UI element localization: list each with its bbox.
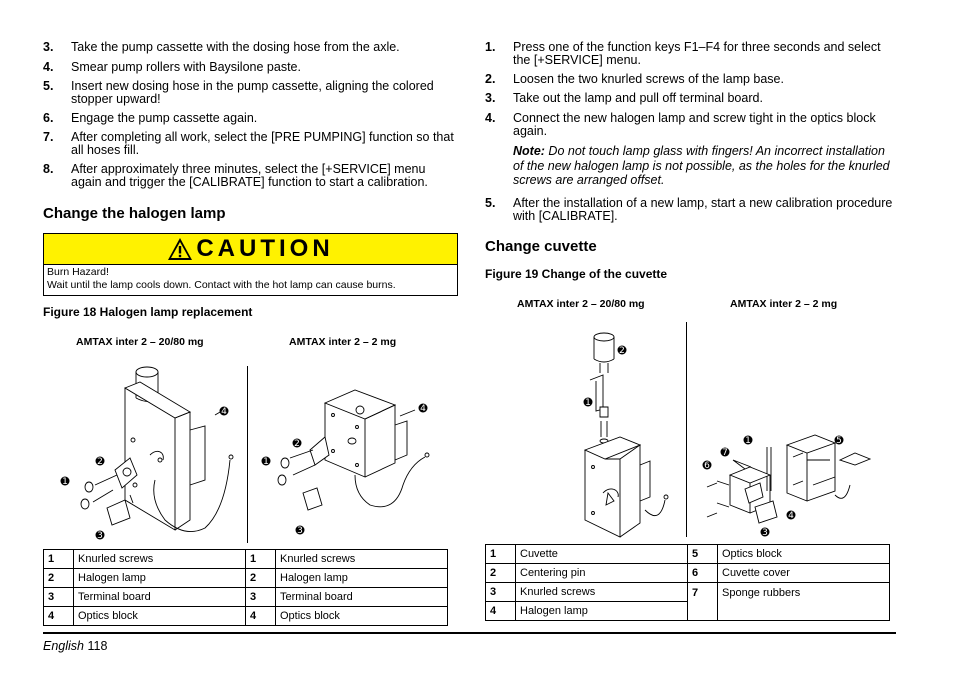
svg-text:2: 2 [619, 346, 625, 356]
cuvette-diagram-2080: 2 1 [583, 332, 669, 538]
step-item: 3.Take the pump cassette with the dosing… [43, 40, 400, 54]
svg-text:1: 1 [585, 398, 591, 408]
caution-banner: CAUTION [44, 234, 457, 265]
step-item: 5.After the installation of a new lamp, … [485, 196, 893, 223]
svg-text:4: 4 [788, 511, 794, 521]
section-heading-halogen: Change the halogen lamp [43, 205, 226, 222]
note-paragraph: Note: Do not touch lamp glass with finge… [513, 144, 890, 187]
figure-18-sub-right: AMTAX inter 2 – 2 mg [289, 336, 397, 348]
figure-19-sub-left: AMTAX inter 2 – 20/80 mg [517, 298, 645, 310]
svg-text:1: 1 [745, 436, 751, 446]
page-footer: English 118 [43, 639, 108, 653]
figure-19-sub-right: AMTAX inter 2 – 2 mg [730, 298, 838, 310]
step-item: 5.Insert new dosing hose in the pump cas… [43, 79, 434, 106]
step-item: 4.Connect the new halogen lamp and screw… [485, 111, 876, 138]
svg-text:3: 3 [762, 528, 768, 538]
step-item: 2.Loosen the two knurled screws of the l… [485, 72, 784, 86]
figure-18-sub-left: AMTAX inter 2 – 20/80 mg [76, 336, 204, 348]
svg-text:2: 2 [97, 457, 103, 467]
svg-text:2: 2 [294, 439, 300, 449]
step-item: 3.Take out the lamp and pull off termina… [485, 91, 763, 105]
svg-text:5: 5 [836, 436, 842, 446]
svg-text:7: 7 [722, 448, 728, 458]
figure-divider [247, 366, 248, 543]
caution-title: CAUTION [196, 235, 334, 262]
halogen-lamp-diagram-2080: 2 1 3 4 [60, 366, 234, 541]
footer-rule [43, 632, 896, 634]
section-heading-cuvette: Change cuvette [485, 238, 597, 255]
svg-text:1: 1 [263, 457, 269, 467]
step-item: 6.Engage the pump cassette again. [43, 111, 258, 125]
svg-text:3: 3 [97, 531, 103, 541]
svg-text:1: 1 [62, 477, 68, 487]
svg-text:3: 3 [297, 526, 303, 536]
caution-box: CAUTION Burn Hazard! Wait until the lamp… [43, 233, 458, 296]
figure-divider [686, 322, 687, 537]
step-item: 4.Smear pump rollers with Baysilone past… [43, 60, 301, 74]
step-item: 8.After approximately three minutes, sel… [43, 162, 428, 189]
step-item: 1.Press one of the function keys F1–F4 f… [485, 40, 881, 67]
svg-text:6: 6 [704, 461, 710, 471]
caution-text: Burn Hazard! Wait until the lamp cools d… [47, 266, 396, 291]
step-item: 7.After completing all work, select the … [43, 130, 454, 157]
figure-18-caption: Figure 18 Halogen lamp replacement [43, 305, 253, 319]
figure-19-caption: Figure 19 Change of the cuvette [485, 267, 668, 281]
warning-triangle-icon [168, 238, 193, 260]
cuvette-diagram-2mg: 1 5 7 6 4 3 [702, 434, 872, 538]
svg-text:4: 4 [420, 404, 426, 414]
svg-text:4: 4 [221, 407, 227, 417]
halogen-lamp-diagram-2mg: 2 1 3 4 [261, 389, 430, 536]
